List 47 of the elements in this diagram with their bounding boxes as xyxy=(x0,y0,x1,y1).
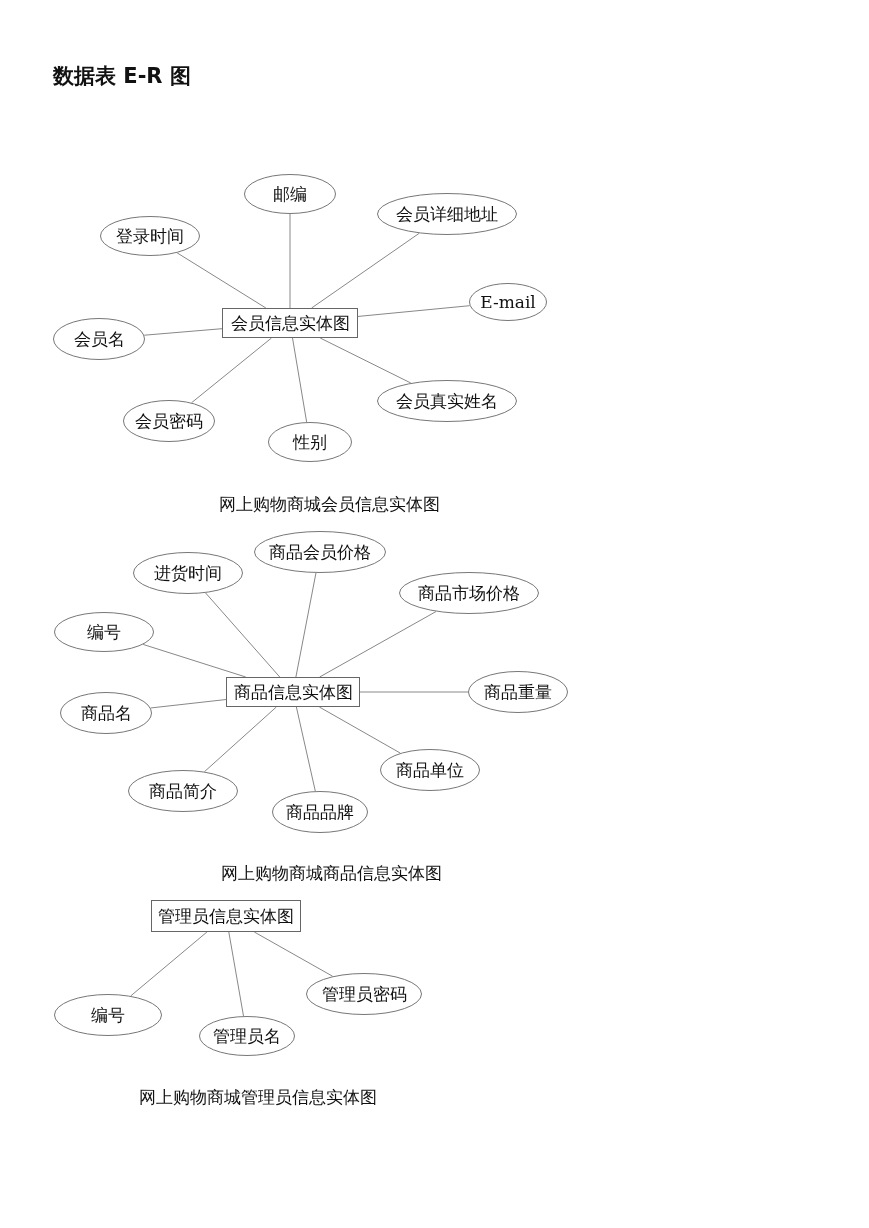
attribute-ellipse: 编号 xyxy=(54,994,162,1036)
attribute-ellipse: 商品重量 xyxy=(468,671,568,713)
entity-box: 管理员信息实体图 xyxy=(151,900,301,932)
connector-line xyxy=(319,337,412,384)
connector-line xyxy=(295,706,316,792)
connector-line xyxy=(359,691,469,693)
connector-line xyxy=(176,252,267,309)
diagram-caption: 网上购物商城商品信息实体图 xyxy=(221,862,442,885)
attribute-ellipse: 会员真实姓名 xyxy=(377,380,517,422)
attribute-ellipse: 会员密码 xyxy=(123,400,215,442)
diagram-caption: 网上购物商城管理员信息实体图 xyxy=(139,1086,377,1109)
attribute-ellipse: 管理员密码 xyxy=(306,973,422,1015)
entity-box: 会员信息实体图 xyxy=(222,308,358,338)
connector-line xyxy=(228,931,244,1017)
entity-box: 商品信息实体图 xyxy=(226,677,360,707)
attribute-ellipse: 商品单位 xyxy=(380,749,480,791)
connector-line xyxy=(253,931,334,977)
attribute-ellipse: 登录时间 xyxy=(100,216,200,256)
attribute-ellipse: 性别 xyxy=(268,422,352,462)
diagram-caption: 网上购物商城会员信息实体图 xyxy=(219,493,440,516)
connector-line xyxy=(204,706,277,773)
attribute-ellipse: 会员名 xyxy=(53,318,145,360)
attribute-ellipse: 商品名 xyxy=(60,692,152,734)
connector-line xyxy=(143,328,223,336)
attribute-ellipse: 管理员名 xyxy=(199,1016,295,1056)
attribute-ellipse: 进货时间 xyxy=(133,552,243,594)
connector-line xyxy=(205,592,281,678)
page-title: 数据表 E-R 图 xyxy=(53,63,191,90)
connector-line xyxy=(142,643,247,678)
connector-line xyxy=(319,611,437,678)
attribute-ellipse: 商品品牌 xyxy=(272,791,368,833)
connector-line xyxy=(130,931,208,997)
connector-line xyxy=(150,699,227,709)
connector-line xyxy=(311,232,420,309)
attribute-ellipse: 邮编 xyxy=(244,174,336,214)
attribute-ellipse: 商品市场价格 xyxy=(399,572,539,614)
attribute-ellipse: E-mail xyxy=(469,283,547,321)
connector-line xyxy=(191,337,272,404)
attribute-ellipse: 商品简介 xyxy=(128,770,238,812)
connector-line xyxy=(289,213,291,309)
connector-line xyxy=(295,572,317,678)
connector-line xyxy=(357,305,471,317)
attribute-ellipse: 编号 xyxy=(54,612,154,652)
connector-line xyxy=(292,337,308,423)
attribute-ellipse: 会员详细地址 xyxy=(377,193,517,235)
attribute-ellipse: 商品会员价格 xyxy=(254,531,386,573)
connector-line xyxy=(318,706,401,754)
